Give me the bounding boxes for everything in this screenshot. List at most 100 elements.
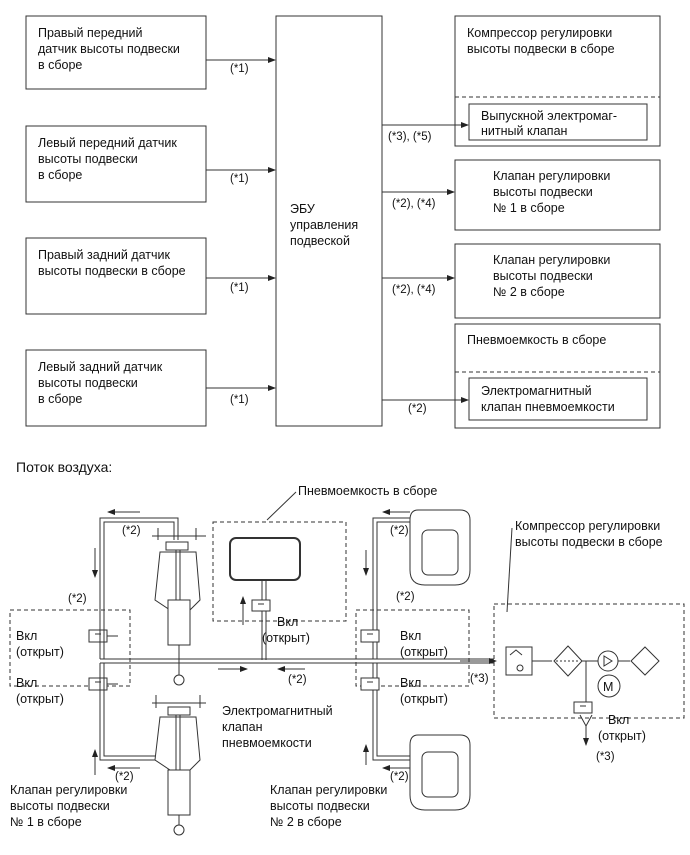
svg-text:Правый задний датчик: Правый задний датчик: [38, 248, 170, 262]
svg-text:ЭБУ: ЭБУ: [290, 202, 315, 216]
tank-valve-on: Вкл: [277, 615, 298, 629]
sensor-signal-arrows: (*1) (*1) (*1) (*1): [206, 57, 276, 406]
svg-text:в сборе: в сборе: [38, 392, 82, 406]
valve2-solenoids: [360, 629, 380, 691]
exhaust-solenoid-icon: [573, 701, 593, 746]
svg-text:(*2): (*2): [68, 593, 87, 605]
svg-text:высоты подвески: высоты подвески: [493, 185, 593, 199]
svg-text:Вкл: Вкл: [400, 676, 421, 690]
svg-text:(*2): (*2): [115, 771, 134, 783]
svg-text:Пневмоемкость в сборе: Пневмоемкость в сборе: [467, 333, 606, 347]
svg-text:(открыт): (открыт): [16, 645, 64, 659]
svg-text:(*1): (*1): [230, 173, 249, 185]
svg-text:высоты подвески: высоты подвески: [38, 152, 138, 166]
svg-text:высоты подвески: высоты подвески: [38, 376, 138, 390]
svg-text:(*2), (*4): (*2), (*4): [392, 198, 436, 210]
svg-text:высоты подвески: высоты подвески: [493, 269, 593, 283]
airflow-tank-label: Пневмоемкость в сборе: [298, 484, 437, 498]
svg-text:(открыт): (открыт): [400, 692, 448, 706]
tank-solenoid-icon: [240, 596, 271, 625]
svg-text:(открыт): (открыт): [400, 645, 448, 659]
tank-enclosure: [212, 521, 347, 622]
svg-text:Левый передний датчик: Левый передний датчик: [38, 136, 177, 150]
strut-front-left-lower-icon: [152, 695, 206, 836]
svg-text:высоты подвески: высоты подвески: [10, 799, 110, 813]
svg-text:Левый задний датчик: Левый задний датчик: [38, 360, 163, 374]
svg-text:Клапан регулировки: Клапан регулировки: [10, 783, 127, 797]
svg-text:(*1): (*1): [230, 63, 249, 75]
svg-text:(*1): (*1): [230, 394, 249, 406]
airflow-valve1-label: Клапан регулировки высоты подвески № 1 в…: [10, 783, 127, 829]
svg-text:высоты подвески в сборе: высоты подвески в сборе: [467, 42, 615, 56]
svg-text:высоты подвески в сборе: высоты подвески в сборе: [515, 535, 663, 549]
svg-text:Выпускной электромаг-: Выпускной электромаг-: [481, 109, 617, 123]
compressor-enclosure: [493, 603, 685, 719]
svg-text:датчик высоты подвески: датчик высоты подвески: [38, 42, 180, 56]
svg-text:подвеской: подвеской: [290, 234, 350, 248]
svg-text:Клапан регулировки: Клапан регулировки: [493, 253, 610, 267]
motor-icon: [597, 674, 621, 698]
svg-text:M: M: [603, 680, 613, 694]
rear-wheel-upper-icon: [409, 509, 471, 586]
svg-text:Вкл: Вкл: [16, 676, 37, 690]
svg-text:Вкл: Вкл: [400, 629, 421, 643]
svg-text:(*3): (*3): [470, 673, 489, 685]
valve2-block: Клапан регулировки высоты подвески № 2 в…: [454, 243, 661, 319]
svg-text:нитный клапан: нитный клапан: [481, 124, 568, 138]
svg-text:управления: управления: [290, 218, 358, 232]
svg-text:(*2): (*2): [408, 403, 427, 415]
svg-text:Правый передний: Правый передний: [38, 26, 142, 40]
svg-text:высоты подвески: высоты подвески: [270, 799, 370, 813]
airflow-valve2-label: Клапан регулировки высоты подвески № 2 в…: [270, 783, 387, 829]
svg-text:клапан: клапан: [222, 720, 263, 734]
valve1-solenoids: [88, 629, 118, 691]
svg-text:(открыт): (открыт): [598, 729, 646, 743]
svg-text:№ 2 в сборе: № 2 в сборе: [270, 815, 342, 829]
svg-text:№ 1 в сборе: № 1 в сборе: [10, 815, 82, 829]
svg-text:пневмоемкости: пневмоемкости: [222, 736, 312, 750]
compressor-block: Компрессор регулировки высоты подвески в…: [454, 15, 661, 147]
valve1-enclosure: [9, 609, 131, 687]
tank-block: Пневмоемкость в сборе Электромагнитный к…: [454, 323, 661, 429]
sensor-front-left: Левый передний датчик высоты подвески в …: [25, 125, 207, 203]
svg-text:Электромагнитный: Электромагнитный: [481, 384, 592, 398]
sensor-front-right: Правый передний датчик высоты подвески в…: [25, 15, 207, 90]
svg-text:(*2): (*2): [390, 525, 409, 537]
svg-text:Клапан регулировки: Клапан регулировки: [270, 783, 387, 797]
strut-front-left-upper-icon: [152, 528, 206, 686]
airflow-title: Поток воздуха:: [16, 459, 112, 475]
svg-text:Вкл: Вкл: [16, 629, 37, 643]
svg-text:Вкл: Вкл: [608, 713, 629, 727]
svg-text:(*2), (*4): (*2), (*4): [392, 284, 436, 296]
svg-text:Электромагнитный: Электромагнитный: [222, 704, 333, 718]
airflow-tank-solenoid-label: Электромагнитный клапан пневмоемкости: [222, 704, 333, 750]
svg-text:Клапан регулировки: Клапан регулировки: [493, 169, 610, 183]
compressor-internals: M: [505, 645, 660, 706]
valve1-block: Клапан регулировки высоты подвески № 1 в…: [454, 159, 661, 231]
svg-text:(*2): (*2): [396, 591, 415, 603]
airflow-compressor-label: Компрессор регулировки высоты подвески в…: [506, 519, 663, 613]
svg-text:№ 2 в сборе: № 2 в сборе: [493, 285, 565, 299]
svg-text:высоты подвески в сборе: высоты подвески в сборе: [38, 264, 186, 278]
sensor-rear-right: Правый задний датчик высоты подвески в с…: [25, 237, 207, 315]
svg-text:(*2): (*2): [288, 674, 307, 686]
svg-text:клапан пневмоемкости: клапан пневмоемкости: [481, 400, 615, 414]
svg-text:(*3): (*3): [596, 751, 615, 763]
valve2-enclosure: [355, 609, 470, 687]
svg-text:(*3), (*5): (*3), (*5): [388, 131, 432, 143]
svg-text:(*2): (*2): [390, 771, 409, 783]
svg-text:Компрессор регулировки: Компрессор регулировки: [467, 26, 612, 40]
svg-text:№ 1 в сборе: № 1 в сборе: [493, 201, 565, 215]
sensor-rear-left: Левый задний датчик высоты подвески в сб…: [25, 349, 207, 427]
tank-valve-open: (открыт): [262, 631, 310, 645]
svg-text:Компрессор регулировки: Компрессор регулировки: [515, 519, 660, 533]
rear-wheel-lower-icon: [409, 734, 471, 811]
air-tank-icon: [229, 537, 301, 581]
ecu-box: ЭБУ управления подвеской: [275, 15, 383, 427]
ecu-output-arrows: (*3), (*5) (*2), (*4) (*2), (*4) (*2): [382, 122, 469, 415]
svg-text:(*2): (*2): [122, 525, 141, 537]
svg-text:(*1): (*1): [230, 282, 249, 294]
svg-text:в сборе: в сборе: [38, 168, 82, 182]
svg-text:(открыт): (открыт): [16, 692, 64, 706]
